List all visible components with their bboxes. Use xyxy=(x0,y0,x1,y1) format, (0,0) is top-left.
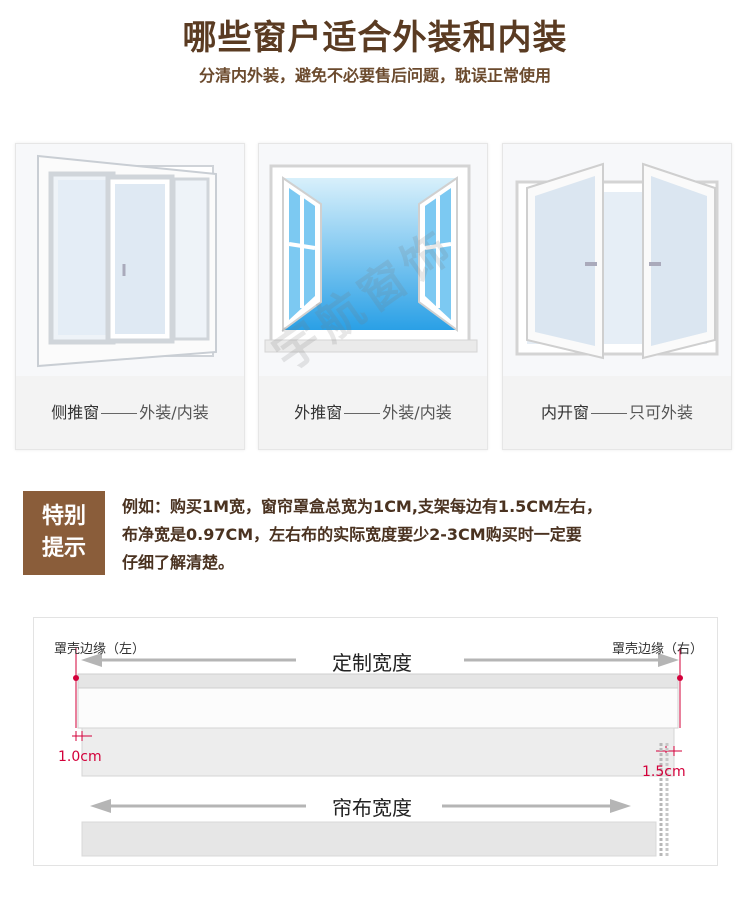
inward-window-image xyxy=(503,144,731,376)
outward-window-image xyxy=(259,144,487,376)
left-edge-label: 罩壳边缘（左） xyxy=(54,642,146,657)
outward-window-caption: 外推窗 外装/内装 xyxy=(259,376,487,449)
tip-line-1: 例如：购买1M宽，窗帘罩盒总宽为1CM,支架每边有1.5CM左右， xyxy=(122,497,602,516)
card-inward-window: 内开窗 只可外装 xyxy=(502,143,732,450)
right-gap-label: 1.5cm xyxy=(642,764,686,780)
card-outward-window: 外推窗 外装/内装 xyxy=(258,143,488,450)
inward-window-result: 只可外装 xyxy=(629,403,694,422)
diagram-drawing xyxy=(72,648,683,857)
outward-window-result: 外装/内装 xyxy=(382,403,452,422)
page-subtitle: 分清内外装，避免不必要售后问题，耽误正常使用 xyxy=(198,66,551,85)
tip-text: 例如：购买1M宽，窗帘罩盒总宽为1CM,支架每边有1.5CM左右， 布净宽是0.… xyxy=(122,493,722,577)
tip-line-2: 布净宽是0.97CM，左右布的实际宽度要少2-3CM购买时一定要 xyxy=(122,525,582,544)
fabric-width-label: 帘布宽度 xyxy=(332,796,412,820)
width-diagram: 罩壳边缘（左） 罩壳边缘（右） 定制宽度 帘布宽度 1.0cm 1.5cm xyxy=(33,617,718,866)
inward-window-name: 内开窗 xyxy=(540,403,589,422)
tip-badge-line1: 特别 xyxy=(41,504,86,529)
right-edge-label: 罩壳边缘（右） xyxy=(612,642,704,657)
sliding-window-caption: 侧推窗 外装/内装 xyxy=(16,376,244,449)
card-sliding-window: 侧推窗 外装/内装 xyxy=(15,143,245,450)
inward-window-caption: 内开窗 只可外装 xyxy=(503,376,731,449)
outward-window-name: 外推窗 xyxy=(294,403,343,422)
sliding-window-name: 侧推窗 xyxy=(51,403,100,422)
tip-badge-line2: 提示 xyxy=(41,536,86,561)
page-title: 哪些窗户适合外装和内装 xyxy=(182,18,568,58)
tip-badge: 特别 提示 xyxy=(23,491,105,575)
tip-line-3: 仔细了解清楚。 xyxy=(122,553,235,572)
sliding-window-result: 外装/内装 xyxy=(139,403,209,422)
custom-width-label: 定制宽度 xyxy=(332,651,412,675)
left-gap-label: 1.0cm xyxy=(58,749,102,765)
sliding-window-image xyxy=(16,144,244,376)
